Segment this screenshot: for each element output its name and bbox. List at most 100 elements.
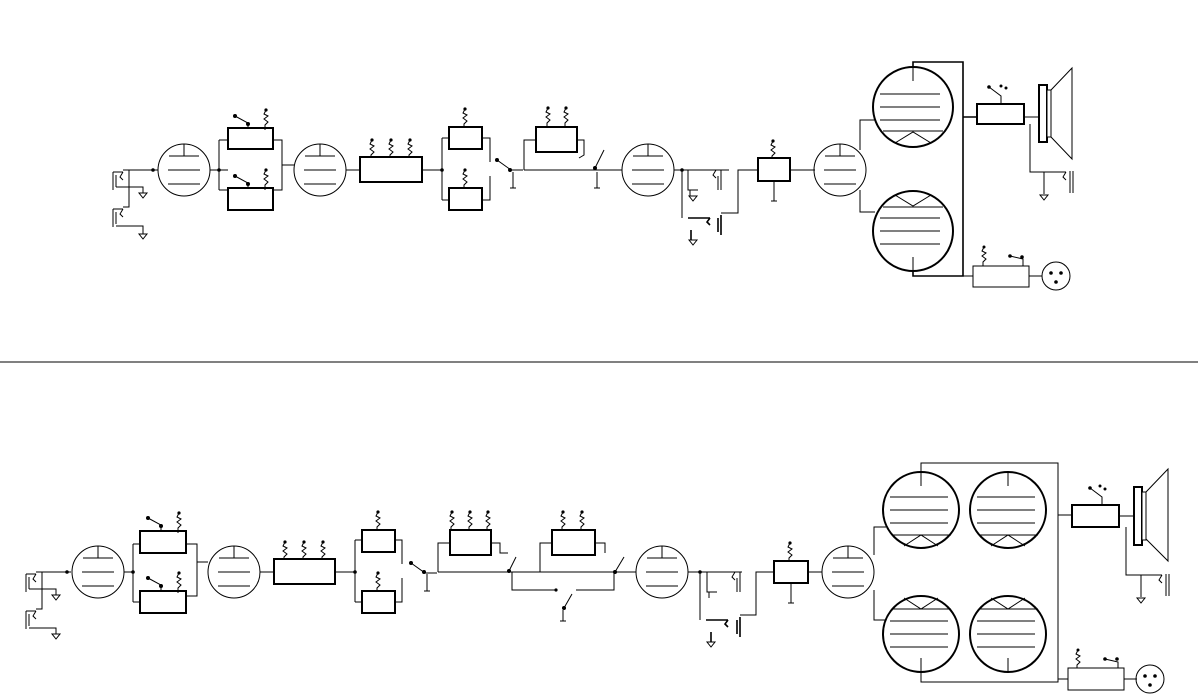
schematic-line — [615, 557, 624, 572]
xlr-connector-icon — [1042, 262, 1070, 290]
schematic-line — [283, 542, 287, 559]
schematic-line — [554, 588, 557, 591]
schematic-line — [788, 541, 791, 544]
pot-icon — [302, 540, 306, 559]
schematic-line — [682, 170, 721, 218]
power-tube-1 — [873, 67, 953, 147]
power-tube-4 — [970, 596, 1046, 672]
effects-loop-box — [536, 127, 577, 152]
phase-inverter-tube — [814, 144, 866, 196]
pot-icon — [376, 510, 380, 530]
effects-loop-b-box — [552, 530, 595, 555]
schematic-line — [1104, 488, 1107, 491]
schematic-line — [218, 546, 250, 586]
schematic-line — [740, 572, 774, 615]
schematic-line — [376, 573, 380, 591]
tone-stack-box — [360, 157, 422, 182]
schematic-line — [409, 561, 413, 565]
schematic-line — [422, 570, 426, 574]
schematic-line — [1076, 650, 1080, 668]
schematic-line — [1020, 255, 1024, 259]
schematic-line — [646, 546, 678, 586]
direct-out-box — [973, 266, 1029, 287]
schematic-line — [233, 174, 237, 178]
schematic-line — [832, 546, 864, 586]
schematic-line — [989, 87, 1001, 104]
channel-a-box — [140, 531, 186, 553]
bottom-panel — [26, 463, 1169, 693]
schematic-line — [1040, 195, 1048, 200]
schematic-line — [370, 140, 374, 157]
schematic-line — [65, 570, 69, 574]
schematic-line — [982, 247, 986, 266]
pot-icon — [264, 168, 268, 190]
schematic-line — [376, 571, 379, 574]
schematic-line — [177, 511, 180, 514]
schematic-line — [463, 109, 467, 127]
switch-icon — [593, 150, 604, 188]
schematic-line — [408, 140, 412, 157]
schematic-line — [771, 139, 774, 142]
schematic-line — [486, 510, 489, 513]
schematic-line — [463, 168, 466, 171]
pot-icon — [376, 571, 380, 591]
pot-icon — [370, 138, 374, 157]
schematic-line — [560, 610, 566, 621]
schematic-line — [82, 546, 114, 586]
pot-icon — [561, 510, 565, 531]
top-panel — [113, 62, 1073, 290]
preamp-tube-v3 — [622, 144, 674, 196]
schematic-line — [890, 598, 951, 672]
schematic-line — [1148, 683, 1152, 687]
speaker-icon — [1134, 469, 1168, 561]
pot-icon — [408, 138, 412, 157]
schematic-line — [246, 182, 250, 186]
schematic-line — [1051, 68, 1072, 159]
schematic-line — [1054, 280, 1058, 284]
switch-icon — [1088, 485, 1106, 506]
xlr-connector-icon — [1136, 665, 1164, 693]
schematic-line — [1042, 262, 1070, 290]
schematic-line — [302, 540, 305, 543]
switch-icon — [1008, 254, 1024, 266]
schematic-line — [450, 512, 454, 531]
schematic-line — [688, 215, 721, 240]
preamp-tube-v1 — [72, 546, 124, 598]
pot-icon — [788, 541, 792, 560]
schematic-line — [1143, 674, 1147, 678]
schematic-line — [1126, 527, 1169, 597]
switch-icon — [233, 114, 250, 128]
schematic-line — [1059, 271, 1063, 275]
direct-out-box — [1068, 668, 1124, 690]
schematic-line — [26, 611, 56, 634]
schematic-line — [1008, 254, 1012, 258]
input-jack-1 — [26, 574, 60, 600]
schematic-line — [1005, 87, 1008, 90]
schematic-line — [235, 176, 248, 188]
schematic-line — [159, 524, 163, 528]
pot-icon — [1076, 649, 1080, 669]
schematic-line — [880, 195, 943, 271]
schematic-line — [486, 512, 490, 531]
pot-icon — [177, 511, 181, 533]
schematic-line — [438, 572, 636, 590]
pot-icon — [463, 107, 467, 127]
schematic-line — [983, 246, 986, 249]
loop-jack-return — [706, 617, 740, 647]
preamp-tube-v2 — [208, 546, 260, 598]
schematic-line — [159, 584, 163, 588]
schematic-line — [689, 196, 697, 201]
junction-dot — [151, 168, 155, 172]
switch-icon — [146, 516, 163, 531]
schematic-line — [123, 170, 158, 207]
schematic-line — [564, 594, 572, 608]
schematic-line — [706, 617, 740, 642]
schematic-line — [977, 598, 1038, 672]
schematic-line — [546, 106, 549, 109]
schematic-line — [113, 209, 143, 234]
schematic-line — [1103, 657, 1107, 661]
schematic-line — [495, 158, 499, 162]
schematic-line — [977, 472, 1038, 546]
schematic-line — [1000, 85, 1003, 88]
preamp-tube-v1 — [158, 144, 210, 196]
